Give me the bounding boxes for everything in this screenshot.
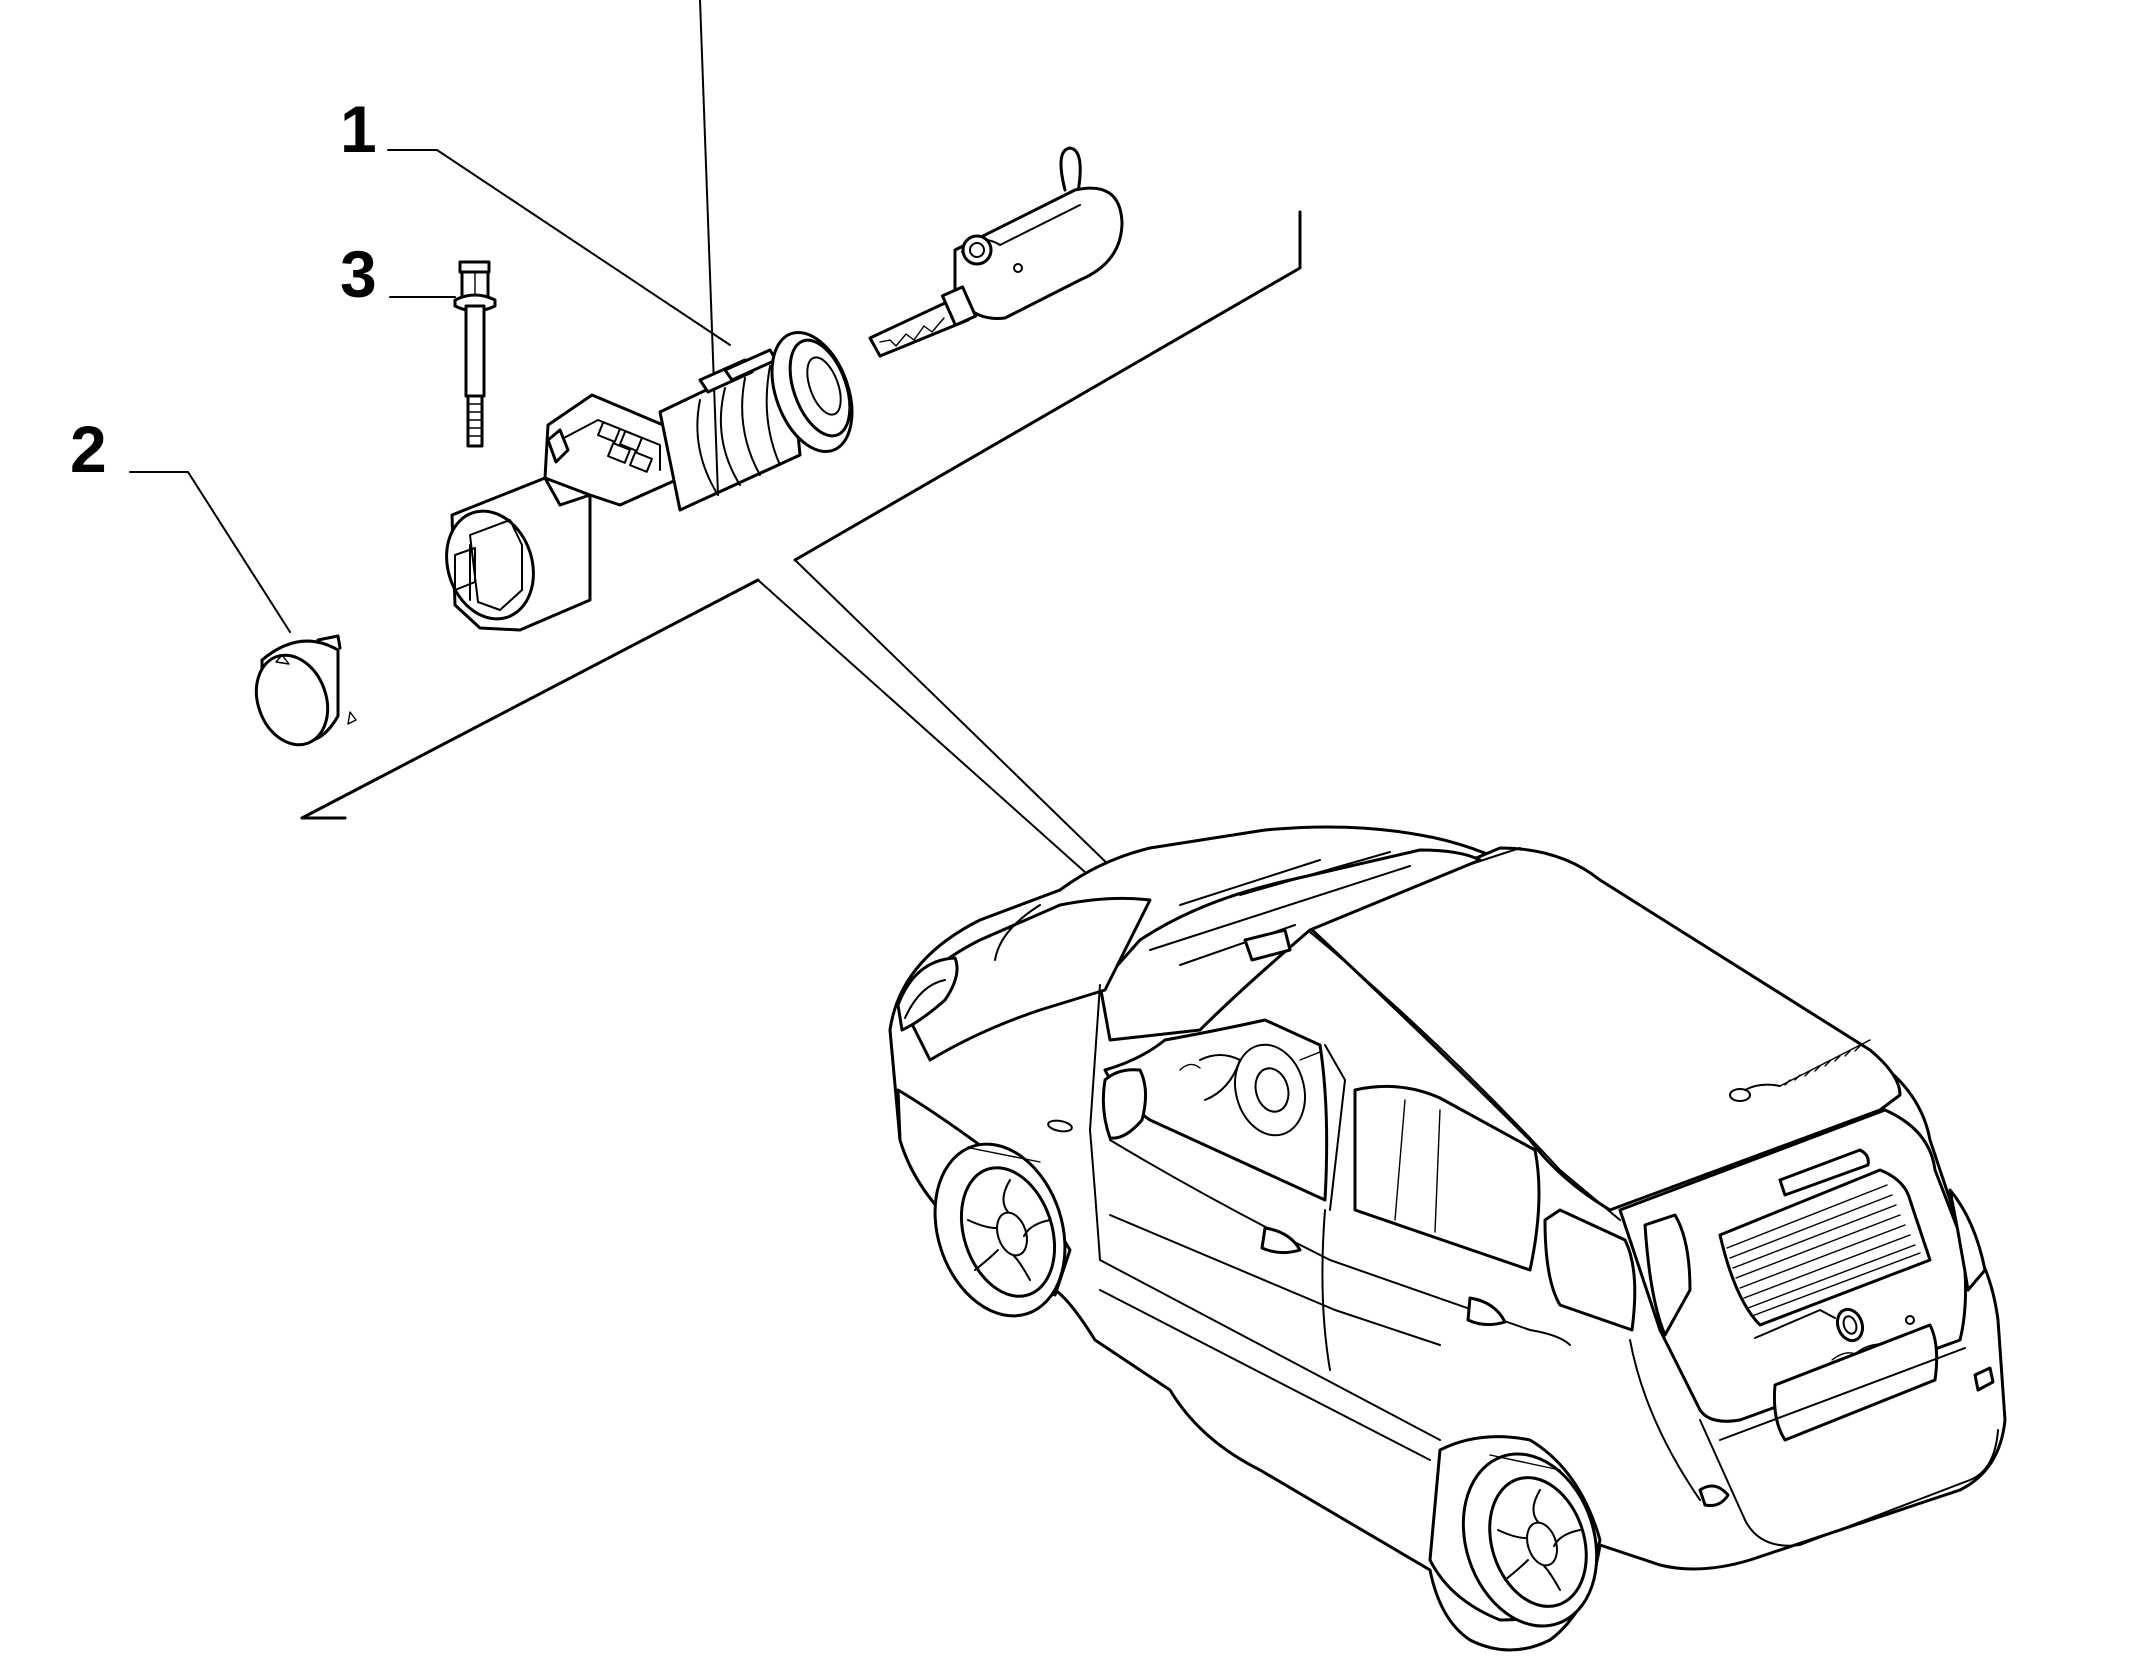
flip-key-icon: [868, 146, 1124, 358]
callout-2: 2: [70, 412, 107, 486]
defroster-lines: [1726, 1184, 1921, 1317]
callout-leaders: [129, 149, 731, 633]
car-illustration: [888, 825, 2007, 1652]
shear-bolt: [453, 260, 497, 448]
callout-3: 3: [340, 237, 377, 311]
callout-1: 1: [340, 92, 377, 166]
ignition-lock-cylinder: [445, 0, 854, 632]
detail-frame: [300, 210, 1302, 820]
cover-cap: [254, 634, 357, 747]
